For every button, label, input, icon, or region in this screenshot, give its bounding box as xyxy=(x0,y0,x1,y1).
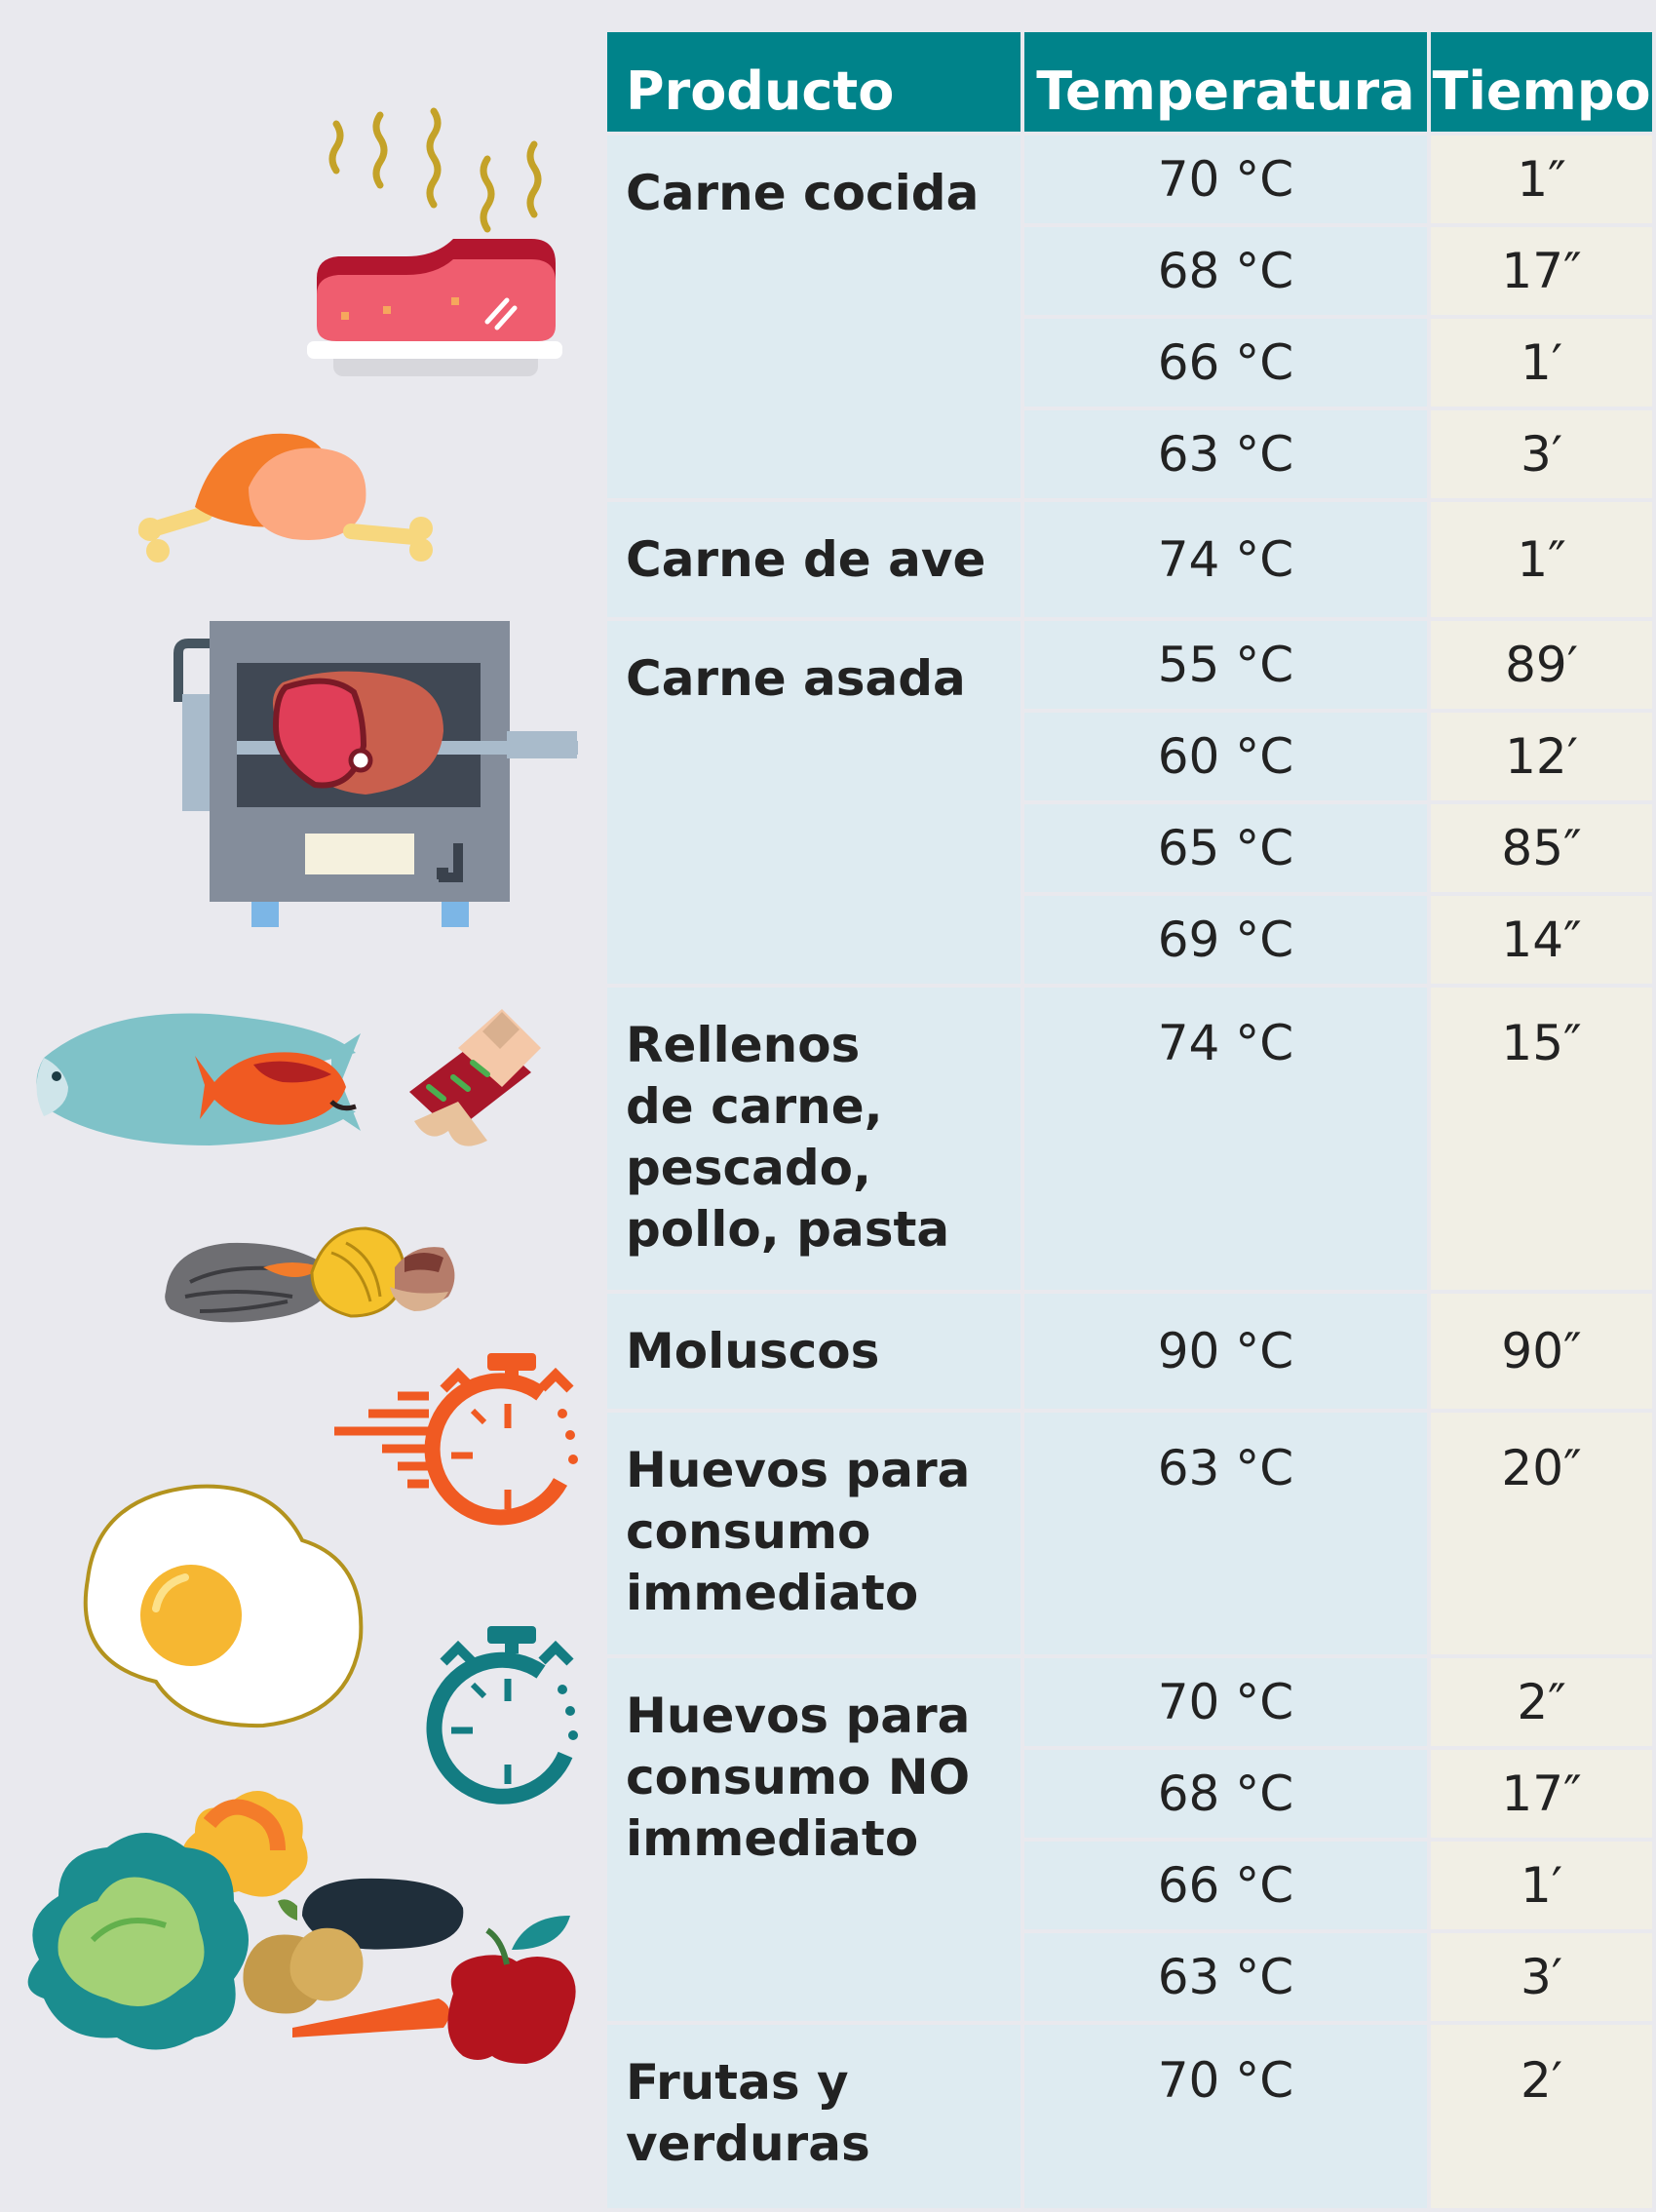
clam-icon xyxy=(310,1226,455,1318)
header-product: Producto xyxy=(607,32,1021,132)
time-cell: 2′ xyxy=(1431,2025,1652,2208)
time-cell: 1″ xyxy=(1431,502,1652,617)
fast-stopwatch-icon xyxy=(334,1353,578,1526)
temperature-cell: 63 °C xyxy=(1023,1413,1428,1654)
header-temperature: Temperatura xyxy=(1023,32,1428,132)
time-cell: 12′ xyxy=(1431,713,1652,800)
time-cell: 17″ xyxy=(1431,1750,1652,1838)
table-header-row: Producto Temperatura Tiempo xyxy=(607,32,1652,132)
product-cell: Carne asada xyxy=(607,621,1021,984)
temperature-cell: 66 °C xyxy=(1023,1842,1428,1929)
rotisserie-oven-icon xyxy=(173,621,578,927)
time-cell: 90″ xyxy=(1431,1294,1652,1409)
temperature-cell: 63 °C xyxy=(1023,1933,1428,2021)
time-cell: 3′ xyxy=(1431,1933,1652,2021)
food-safety-table: Producto Temperatura Tiempo Carne cocida… xyxy=(603,28,1656,2212)
product-cell: Carne de ave xyxy=(607,502,1021,617)
stuffed-roll-icon xyxy=(409,1009,541,1146)
fish-icon xyxy=(36,1013,361,1145)
time-cell: 15″ xyxy=(1431,988,1652,1290)
temperature-cell: 69 °C xyxy=(1023,896,1428,984)
time-cell: 1′ xyxy=(1431,1842,1652,1929)
product-cell: Moluscos xyxy=(607,1294,1021,1409)
temperature-cell: 74 °C xyxy=(1023,502,1428,617)
time-cell: 17″ xyxy=(1431,227,1652,315)
temperature-cell: 68 °C xyxy=(1023,227,1428,315)
temperature-cell: 55 °C xyxy=(1023,621,1428,709)
time-cell: 2″ xyxy=(1431,1658,1652,1746)
stopwatch-icon xyxy=(426,1626,578,1805)
illustrations xyxy=(27,107,578,2064)
time-cell: 85″ xyxy=(1431,804,1652,892)
temperature-cell: 63 °C xyxy=(1023,410,1428,498)
time-cell: 1″ xyxy=(1431,136,1652,223)
fried-egg-icon xyxy=(83,1484,364,1728)
steak-icon xyxy=(307,107,562,376)
temperature-cell: 90 °C xyxy=(1023,1294,1428,1409)
mussel-icon xyxy=(165,1242,336,1323)
vegetables-icon xyxy=(27,1791,576,2064)
time-cell: 3′ xyxy=(1431,410,1652,498)
chicken-leg-icon xyxy=(138,433,433,563)
time-cell: 89′ xyxy=(1431,621,1652,709)
temperature-cell: 74 °C xyxy=(1023,988,1428,1290)
temperature-cell: 68 °C xyxy=(1023,1750,1428,1838)
temperature-cell: 65 °C xyxy=(1023,804,1428,892)
temperature-cell: 60 °C xyxy=(1023,713,1428,800)
temperature-cell: 70 °C xyxy=(1023,2025,1428,2208)
temperature-cell: 70 °C xyxy=(1023,1658,1428,1746)
temperature-cell: 66 °C xyxy=(1023,319,1428,407)
time-cell: 14″ xyxy=(1431,896,1652,984)
temperature-cell: 70 °C xyxy=(1023,136,1428,223)
time-cell: 1′ xyxy=(1431,319,1652,407)
time-cell: 20″ xyxy=(1431,1413,1652,1654)
header-time: Tiempo xyxy=(1431,32,1652,132)
product-cell: Carne cocida xyxy=(607,136,1021,498)
